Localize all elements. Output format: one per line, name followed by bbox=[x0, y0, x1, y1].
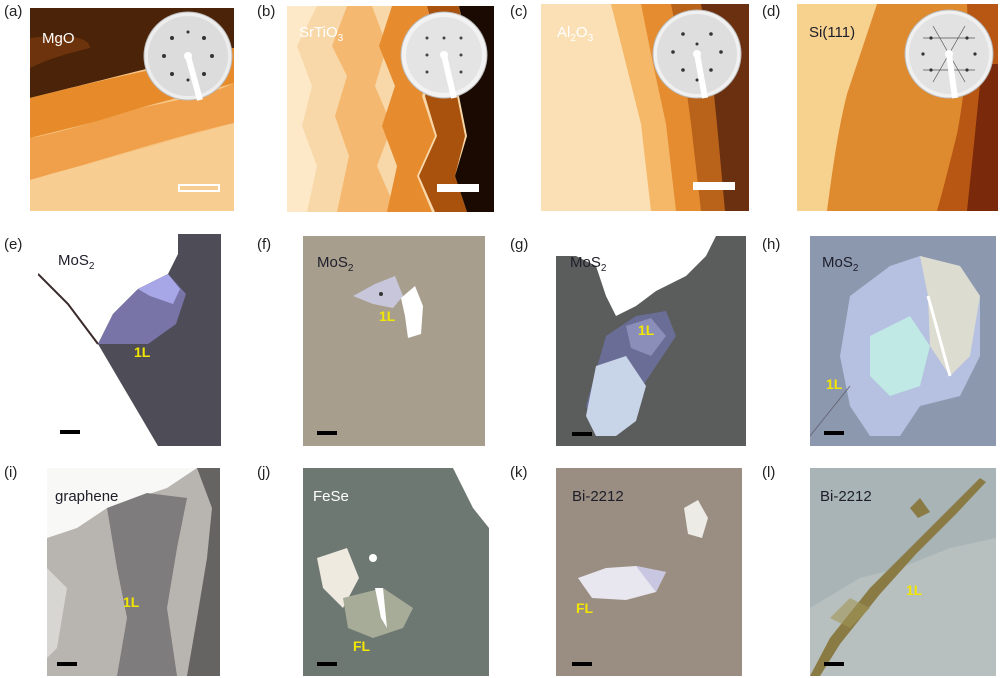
material-label: Al2O3 bbox=[557, 24, 594, 44]
afm-image: SrTiO3 bbox=[287, 6, 494, 212]
panel-label: (d) bbox=[762, 3, 781, 20]
optical-image: graphene 1L bbox=[47, 468, 220, 676]
panel-label: (l) bbox=[762, 464, 776, 481]
panel-label: (h) bbox=[762, 236, 781, 253]
panel-l: (l) Bi-2212 1L bbox=[760, 458, 1000, 678]
layer-label: FL bbox=[353, 638, 371, 654]
scale-bar bbox=[572, 432, 592, 436]
scale-bar bbox=[824, 431, 844, 435]
panel-g: (g) MoS2 1L bbox=[506, 228, 751, 450]
layer-label: 1L bbox=[826, 376, 843, 392]
material-label: Bi-2212 bbox=[820, 488, 872, 505]
layer-label: FL bbox=[576, 600, 594, 616]
panel-label: (f) bbox=[257, 236, 272, 253]
optical-image: FeSe FL bbox=[303, 468, 489, 676]
panel-label: (c) bbox=[510, 3, 528, 20]
panel-c: (c) Al2O3 bbox=[506, 0, 751, 215]
layer-label: 1L bbox=[638, 322, 655, 338]
optical-image: MoS2 1L bbox=[810, 236, 996, 446]
material-label: FeSe bbox=[313, 488, 349, 505]
optical-image: MoS2 1L bbox=[303, 236, 485, 446]
scale-bar bbox=[60, 430, 80, 434]
scale-bar bbox=[572, 662, 592, 666]
material-label: Bi-2212 bbox=[572, 488, 624, 505]
optical-image: MoS2 1L bbox=[556, 236, 746, 446]
material-label: MoS2 bbox=[58, 252, 95, 272]
panel-label: (a) bbox=[4, 3, 23, 20]
panel-label: (k) bbox=[510, 464, 528, 481]
leed-pattern-inset bbox=[399, 10, 489, 100]
scale-bar bbox=[437, 184, 479, 192]
panel-a: (a) MgO bbox=[0, 0, 245, 215]
material-label: MoS2 bbox=[317, 254, 354, 274]
scale-bar bbox=[824, 662, 844, 666]
material-label: Si(111) bbox=[809, 24, 856, 41]
panel-label: (e) bbox=[4, 236, 23, 253]
scale-bar bbox=[693, 182, 735, 190]
panel-i: (i) graphene 1L bbox=[0, 458, 245, 678]
layer-label: 1L bbox=[134, 344, 151, 360]
scale-bar bbox=[317, 662, 337, 666]
material-label: MoS2 bbox=[822, 254, 859, 274]
layer-label: 1L bbox=[906, 582, 923, 598]
optical-image: Bi-2212 1L bbox=[810, 468, 996, 676]
scale-bar bbox=[178, 184, 220, 192]
material-label: SrTiO3 bbox=[299, 24, 344, 44]
panel-k: (k) Bi-2212 FL bbox=[506, 458, 751, 678]
panel-label: (j) bbox=[257, 464, 271, 481]
layer-label: 1L bbox=[379, 308, 396, 324]
panel-label: (g) bbox=[510, 236, 529, 253]
panel-j: (j) FeSe FL bbox=[253, 458, 498, 678]
optical-image: Bi-2212 FL bbox=[556, 468, 742, 676]
panel-h: (h) MoS2 1L bbox=[760, 228, 1000, 450]
scale-bar bbox=[57, 662, 77, 666]
panel-label: (i) bbox=[4, 464, 18, 481]
leed-pattern-inset bbox=[142, 10, 234, 102]
material-label: graphene bbox=[55, 488, 119, 505]
afm-image: Al2O3 bbox=[541, 4, 749, 211]
optical-image: MoS2 1L bbox=[38, 234, 221, 446]
panel-f: (f) MoS2 1L bbox=[253, 228, 498, 450]
panel-label: (b) bbox=[257, 3, 276, 20]
material-label: MgO bbox=[42, 30, 75, 47]
layer-label: 1L bbox=[123, 594, 140, 610]
scale-bar bbox=[317, 431, 337, 435]
material-label: MoS2 bbox=[570, 254, 607, 274]
afm-image: Si(111) bbox=[797, 4, 998, 211]
leed-pattern-inset bbox=[903, 8, 995, 100]
afm-image: MgO bbox=[30, 8, 234, 211]
panel-b: (b) SrTiO3 bbox=[253, 0, 498, 215]
panel-d: (d) Si(111) bbox=[760, 0, 1000, 215]
panel-e: (e) MoS2 1L bbox=[0, 228, 245, 450]
leed-pattern-inset bbox=[651, 8, 743, 100]
